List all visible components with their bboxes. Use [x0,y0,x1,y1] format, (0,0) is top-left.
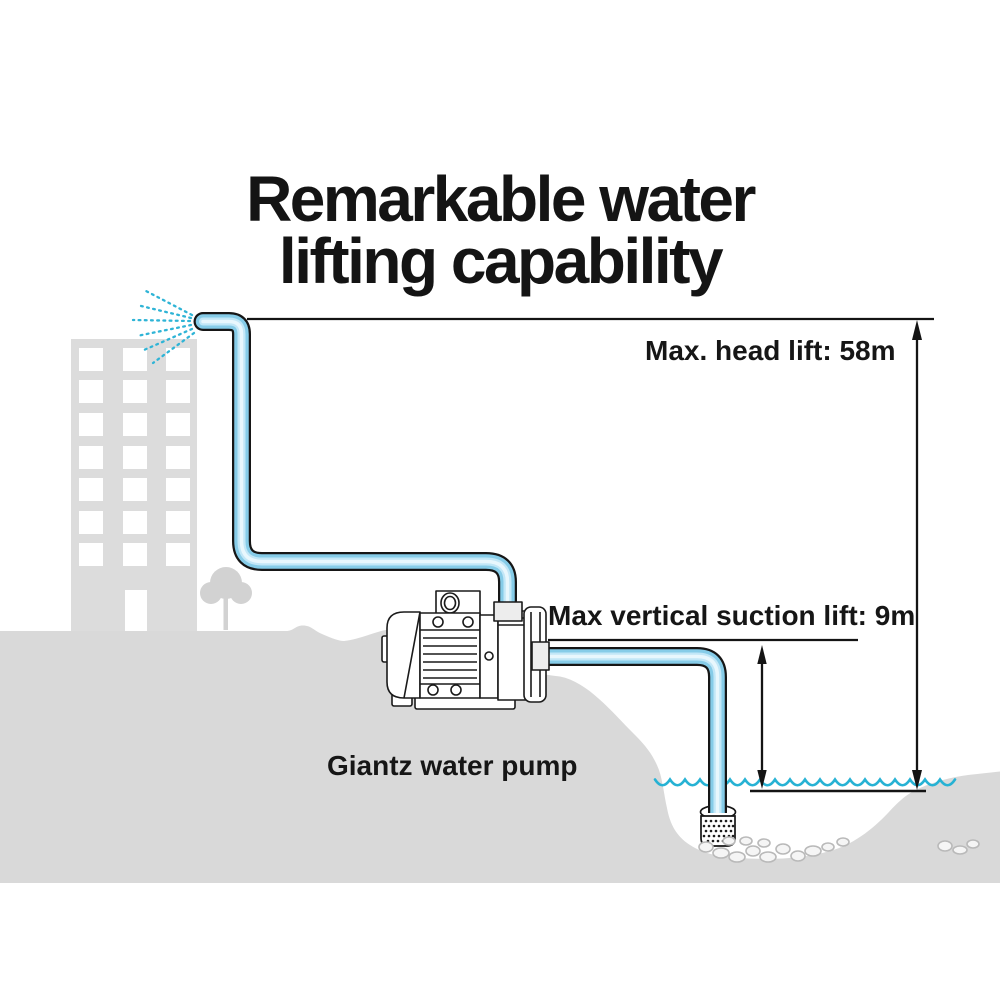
building-window [123,511,147,534]
tree-icon [200,567,252,630]
building-window [166,413,190,436]
title-line-1: Remarkable water [246,163,756,235]
building-window [166,446,190,469]
building-window [79,478,103,501]
tree-canopy [210,567,242,599]
building-window [166,511,190,534]
building-window [79,511,103,534]
building-window [79,380,103,403]
building-window [123,543,147,566]
motor-bolt [432,616,444,628]
delivery-pipe [193,312,517,620]
down-arrow-icon [757,770,767,789]
water-pump-illustration [381,590,550,710]
pump-name-label: Giantz water pump [327,750,578,781]
title-line-2: lifting capability [278,225,724,297]
building-window [123,380,147,403]
motor-bolt [450,684,462,696]
building-window [166,380,190,403]
building-window [123,413,147,436]
suction-lift-dimension [548,638,858,789]
motor-bolt [462,616,474,628]
bracket-bolt [484,651,494,661]
building-window [79,446,103,469]
building-door [125,590,147,632]
tree-trunk [223,596,228,630]
motor-fins [423,637,477,679]
head-lift-dimension [912,320,922,790]
up-arrow-icon [912,320,922,340]
motor-bolt [427,684,439,696]
max-head-lift-label: Max. head lift: 58m [645,335,896,366]
building-window [79,413,103,436]
building-window [123,478,147,501]
building-window [79,348,103,371]
building-window [79,543,103,566]
water-surface-waves [653,777,957,787]
suction-pipe [546,647,727,813]
down-arrow-icon [912,770,922,790]
spray-icon [131,289,196,365]
building-silhouette [71,339,197,639]
pebbles [698,836,980,863]
building-window [166,348,190,371]
up-arrow-icon [757,645,767,664]
building-window [123,446,147,469]
inlet-fitting [493,601,523,622]
max-suction-lift-label: Max vertical suction lift: 9m [548,600,916,631]
motor-end-cap [386,611,421,699]
building-windows [79,348,190,566]
building-window [123,348,147,371]
page-title: Remarkable water lifting capability [0,163,1000,297]
pump-terminal-knob-inner [443,595,457,611]
building-window [166,478,190,501]
building-window [166,543,190,566]
outlet-fitting [531,641,550,671]
ground-silhouette [0,625,1000,883]
